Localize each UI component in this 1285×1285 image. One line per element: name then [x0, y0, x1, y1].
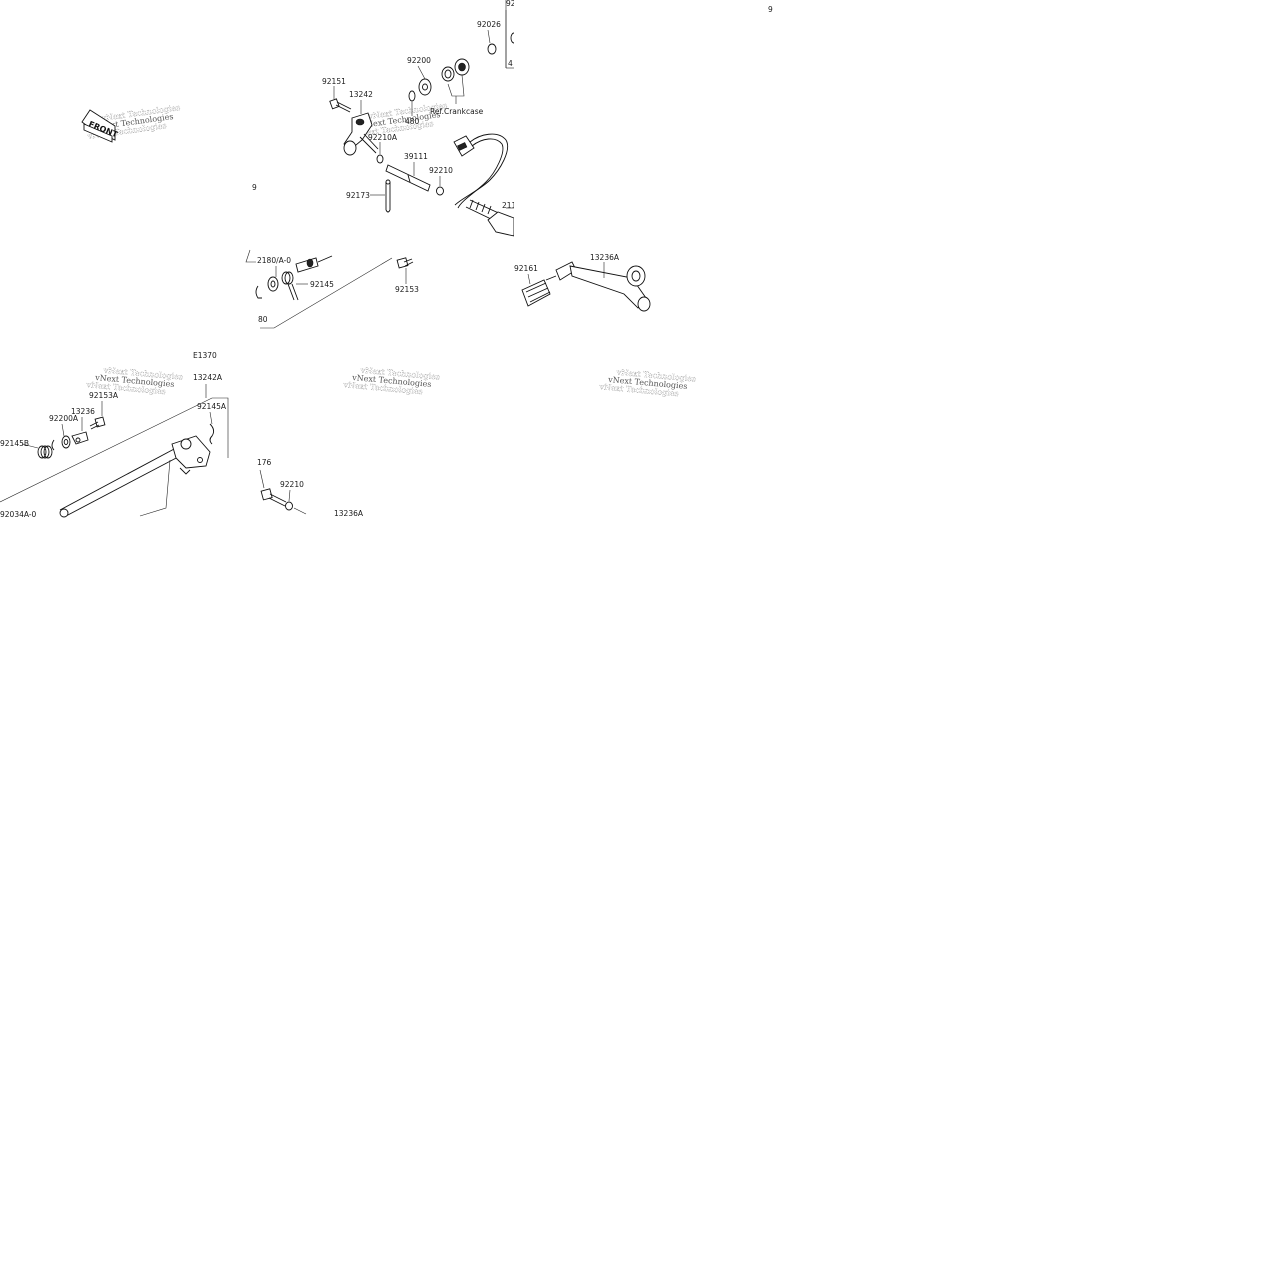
crop-mask-bottom	[0, 518, 1285, 1285]
spring-92145	[281, 271, 299, 301]
nut-92210	[436, 186, 444, 196]
label-480: 480	[405, 117, 420, 126]
crop-mask-top-right	[514, 0, 1285, 240]
oil-seal	[441, 66, 455, 82]
label-9-right-visible: 9	[768, 5, 773, 14]
bolt-92153	[396, 257, 414, 269]
washer-92026	[487, 43, 497, 55]
shift-arm-13242	[343, 112, 379, 156]
label-39111: 39111	[404, 152, 428, 161]
nut-92210-bottom	[285, 501, 293, 511]
label-92153: 92153	[395, 285, 419, 294]
label-92153A: 92153A	[89, 391, 119, 400]
bolt-92151	[329, 98, 352, 113]
front-arrow-icon: FRONT	[81, 109, 119, 143]
label-4-truncated: 4	[508, 59, 513, 68]
label-9: 9	[252, 183, 257, 192]
lever-13236	[71, 431, 89, 445]
label-92-truncated: 92	[506, 0, 516, 8]
label-92210-bottom: 92210	[280, 480, 304, 489]
label-92200A: 92200A	[49, 414, 79, 423]
watermark-6: vNext Technologies vNext Technologies vN…	[598, 367, 697, 398]
shift-shaft-assembly	[0, 384, 229, 518]
label-13242: 13242	[349, 90, 373, 99]
washer-2180	[267, 276, 279, 292]
circlip-480	[408, 90, 416, 102]
cotter-pin-92173	[385, 179, 391, 213]
label-92210: 92210	[429, 166, 453, 175]
top-assembly	[329, 10, 518, 237]
label-13242A: 13242A	[193, 373, 223, 382]
label-92145A: 92145A	[197, 402, 227, 411]
label-2180: 2180/A-0	[257, 256, 291, 265]
pedal-rubber-92161	[521, 279, 551, 307]
label-92173: 92173	[346, 191, 370, 200]
nut-92210A	[376, 154, 384, 164]
label-211: 211	[502, 201, 517, 210]
spring-92145A	[209, 423, 215, 445]
watermark-5: vNext Technologies vNext Technologies vN…	[342, 365, 441, 396]
bolt-92153A	[89, 416, 106, 430]
label-92145B: 92145B	[0, 439, 29, 448]
label-92200: 92200	[407, 56, 431, 65]
label-92026: 92026	[477, 20, 501, 29]
label-80: 80	[258, 315, 268, 324]
washer-92200	[418, 78, 432, 96]
label-13236: 13236	[71, 407, 95, 416]
label-ref-crankcase: Ref.Crankcase	[430, 107, 484, 116]
tie-rod-39111	[385, 164, 431, 192]
detail-box-spring	[245, 249, 414, 329]
label-13236A-top: 13236A	[590, 253, 620, 262]
label-92151: 92151	[322, 77, 346, 86]
label-92034-truncated: 92034A-0	[0, 510, 37, 519]
spring-92145B	[37, 445, 53, 459]
washer-92200A	[61, 435, 71, 449]
shift-shaft-13242A	[59, 435, 211, 518]
shift-pedal-13236A	[521, 261, 651, 312]
gear-sensor	[453, 133, 508, 209]
collar	[295, 255, 333, 273]
part-labels: 92200 92026 92 4 92151 13242 480 Ref.Cra…	[0, 0, 773, 519]
label-E1370: E1370	[193, 351, 217, 360]
label-92161: 92161	[514, 264, 538, 273]
label-13236A-bottom: 13236A	[334, 509, 364, 518]
label-92210A: 92210A	[368, 133, 398, 142]
label-176: 176	[257, 458, 272, 467]
bolt-176	[260, 488, 287, 507]
label-92145: 92145	[310, 280, 334, 289]
bottom-middle-parts	[259, 469, 307, 515]
